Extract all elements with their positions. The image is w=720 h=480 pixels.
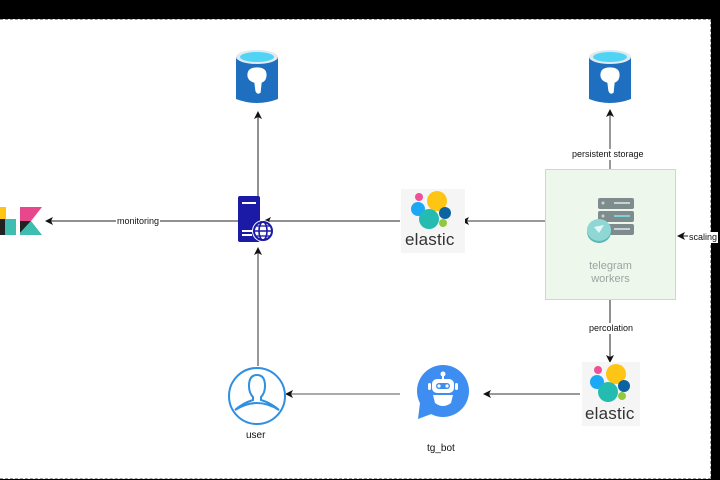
elastic-label: elastic <box>405 230 455 249</box>
edge-label-monitoring: monitoring <box>116 216 161 227</box>
chatbot-icon[interactable] <box>416 365 470 421</box>
edge-label-persistent-storage: persistent storage <box>571 149 645 160</box>
telegram-workers-label: telegram workers <box>545 260 676 286</box>
user-icon[interactable] <box>227 366 287 426</box>
elastic-label: elastic <box>585 404 635 423</box>
elastic-logo-icon <box>411 191 451 229</box>
tg-bot-label: tg_bot <box>427 443 455 454</box>
elastic-logo-icon <box>590 364 630 402</box>
edge-label-percolation: percolation <box>588 323 635 334</box>
telegram-workers-label-line2: workers <box>591 273 630 285</box>
user-label: user <box>246 430 266 441</box>
web-server-icon[interactable] <box>238 196 276 244</box>
edge-label-scaling: scaling <box>688 232 719 243</box>
telegram-workers-label-line1: telegram <box>589 260 632 272</box>
server-stack-icon <box>587 198 634 243</box>
postgresql-database-icon[interactable] <box>234 49 280 107</box>
elastic-node-bottom[interactable]: elastic <box>582 362 640 426</box>
kibana-logo-icon[interactable] <box>0 205 44 237</box>
elastic-node-middle[interactable]: elastic <box>401 189 465 253</box>
postgresql-database-icon[interactable] <box>587 49 633 107</box>
